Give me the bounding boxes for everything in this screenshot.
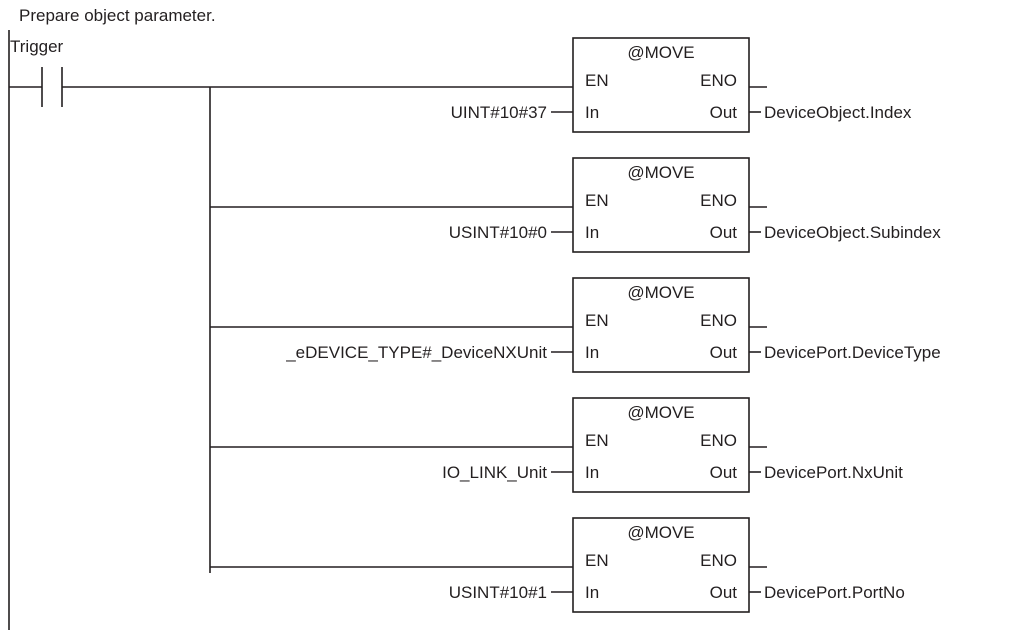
move-block-3[interactable]: @MOVE EN ENO In Out _eDEVICE_TYPE#_DeviceNXUn… (210, 277, 941, 373)
pin-in-label: In (585, 463, 599, 482)
pin-en-label: EN (585, 191, 609, 210)
pin-out-label: Out (710, 223, 738, 242)
output-variable: DeviceObject.Index (764, 103, 912, 122)
block-name: @MOVE (627, 523, 694, 542)
pin-eno-label: ENO (700, 551, 737, 570)
trigger-contact[interactable] (9, 67, 210, 107)
block-box[interactable] (572, 517, 750, 613)
output-variable: DevicePort.DeviceType (764, 343, 941, 362)
pin-in-label: In (585, 343, 599, 362)
pin-out-label: Out (710, 343, 738, 362)
pin-in-label: In (585, 103, 599, 122)
input-variable: USINT#10#1 (449, 583, 547, 602)
pin-in-label: In (585, 223, 599, 242)
move-block-4[interactable]: @MOVE EN ENO In Out IO_LINK_Unit DevicePort.Nx… (210, 397, 903, 493)
pin-en-label: EN (585, 71, 609, 90)
output-variable: DeviceObject.Subindex (764, 223, 941, 242)
output-variable: DevicePort.NxUnit (764, 463, 903, 482)
move-block-5[interactable]: @MOVE EN ENO In Out USINT#10#1 DevicePort.Port… (210, 517, 905, 613)
input-variable: IO_LINK_Unit (442, 463, 547, 482)
pin-eno-label: ENO (700, 311, 737, 330)
pin-eno-label: ENO (700, 431, 737, 450)
pin-en-label: EN (585, 431, 609, 450)
pin-out-label: Out (710, 463, 738, 482)
block-name: @MOVE (627, 283, 694, 302)
pin-out-label: Out (710, 583, 738, 602)
block-name: @MOVE (627, 163, 694, 182)
contact-label: Trigger (10, 37, 64, 56)
block-box[interactable] (572, 397, 750, 493)
block-box[interactable] (572, 277, 750, 373)
pin-out-label: Out (710, 103, 738, 122)
pin-eno-label: ENO (700, 71, 737, 90)
pin-en-label: EN (585, 311, 609, 330)
block-name: @MOVE (627, 43, 694, 62)
move-block-1[interactable]: @MOVE EN ENO In Out UINT#10#37 DeviceObject.In… (210, 37, 912, 133)
block-box[interactable] (572, 157, 750, 253)
input-variable: USINT#10#0 (449, 223, 547, 242)
pin-in-label: In (585, 583, 599, 602)
block-box[interactable] (572, 37, 750, 133)
output-variable: DevicePort.PortNo (764, 583, 905, 602)
rung-comment: Prepare object parameter. (19, 6, 216, 25)
input-variable: UINT#10#37 (451, 103, 547, 122)
pin-en-label: EN (585, 551, 609, 570)
move-block-2[interactable]: @MOVE EN ENO In Out USINT#10#0 DeviceObject.Su… (210, 157, 941, 253)
pin-eno-label: ENO (700, 191, 737, 210)
input-variable: _eDEVICE_TYPE#_DeviceNXUnit (285, 343, 547, 362)
block-name: @MOVE (627, 403, 694, 422)
